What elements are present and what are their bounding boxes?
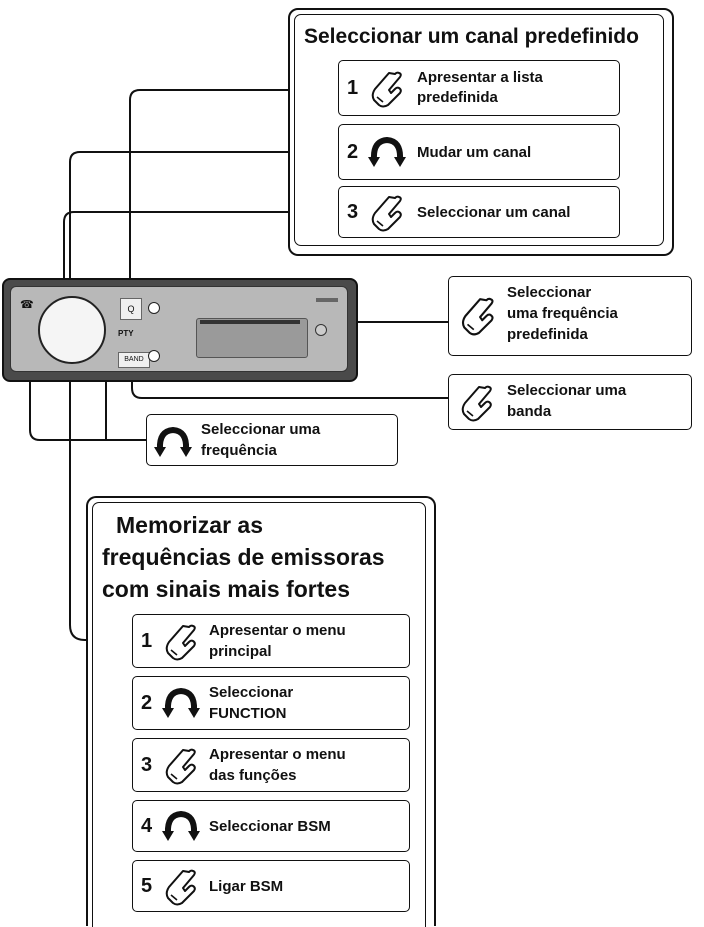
- callout-select-frequency: Seleccionar uma frequência: [146, 414, 398, 466]
- display-panel: [196, 318, 308, 358]
- press-hand-icon: [457, 295, 499, 337]
- step-select-bsm: 4 Seleccionar BSM: [132, 800, 410, 852]
- bsm-title-line3: com sinais mais fortes: [102, 576, 350, 602]
- press-hand-icon: [161, 867, 201, 907]
- step-show-function-menu: 3 Apresentar o menu das funções: [132, 738, 410, 792]
- rotate-icon: [161, 684, 201, 724]
- panel-title: Seleccionar um canal predefinido: [304, 25, 639, 48]
- search-button[interactable]: Q: [120, 298, 142, 320]
- band-button[interactable]: BAND: [118, 352, 150, 368]
- rotate-icon: [161, 807, 201, 847]
- step-select-function: 2 Seleccionar FUNCTION: [132, 676, 410, 730]
- preset-up-indicator: [148, 302, 160, 314]
- multi-control-dial[interactable]: [38, 296, 106, 364]
- pty-button[interactable]: PTY: [118, 329, 134, 338]
- step-change-channel: 2 Mudar um canal: [338, 124, 620, 180]
- press-hand-icon: [367, 193, 407, 233]
- step-show-preset-list: 1 Apresentar a lista predefinida: [338, 60, 620, 116]
- step-turn-on-bsm: 5 Ligar BSM: [132, 860, 410, 912]
- preset-down-indicator: [148, 350, 160, 362]
- bsm-title-line1: Memorizar as: [116, 512, 264, 538]
- press-hand-icon: [457, 383, 497, 423]
- step-select-channel: 3 Seleccionar um canal: [338, 186, 620, 238]
- rotate-icon: [367, 133, 407, 173]
- phone-icon[interactable]: ☎: [20, 299, 34, 311]
- press-hand-icon: [367, 69, 407, 109]
- detach-button[interactable]: [315, 324, 327, 336]
- bsm-title-line2: frequências de emissoras: [102, 544, 385, 570]
- eject-slot: [316, 298, 338, 302]
- callout-select-preset-frequency: Seleccionar uma frequência predefinida: [448, 276, 692, 356]
- step-show-main-menu: 1 Apresentar o menu principal: [132, 614, 410, 668]
- press-hand-icon: [161, 622, 201, 662]
- press-hand-icon: [161, 746, 201, 786]
- rotate-icon: [153, 423, 193, 463]
- disc-slot: [200, 320, 300, 324]
- callout-select-band: Seleccionar uma banda: [448, 374, 692, 430]
